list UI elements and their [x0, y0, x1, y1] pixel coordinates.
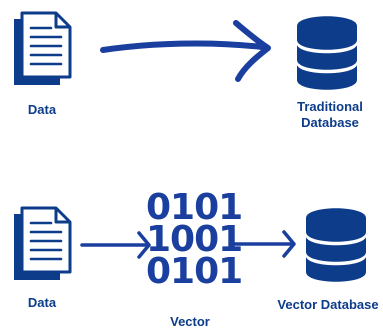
- traditional-database-label: Traditional Database: [292, 99, 368, 131]
- vector-label: Vector: [170, 314, 210, 329]
- binary-line-3: 0101: [146, 251, 243, 292]
- vector-binary-block: 0101 1001 0101: [146, 190, 243, 292]
- bottom-arrow-right-icon: [230, 230, 296, 258]
- traditional-label-line2: Database: [301, 115, 359, 130]
- bottom-document-icon: [12, 206, 72, 282]
- top-database-icon: [297, 16, 357, 90]
- bottom-arrow-left-icon: [80, 231, 151, 259]
- top-data-label: Data: [27, 102, 57, 117]
- bottom-database-icon: [306, 208, 366, 282]
- vector-database-label: Vector Database: [277, 297, 379, 312]
- top-document-icon: [12, 11, 72, 87]
- bottom-data-label: Data: [27, 295, 57, 310]
- traditional-label-line1: Traditional: [297, 99, 363, 114]
- top-long-arrow-right-icon: [100, 20, 271, 82]
